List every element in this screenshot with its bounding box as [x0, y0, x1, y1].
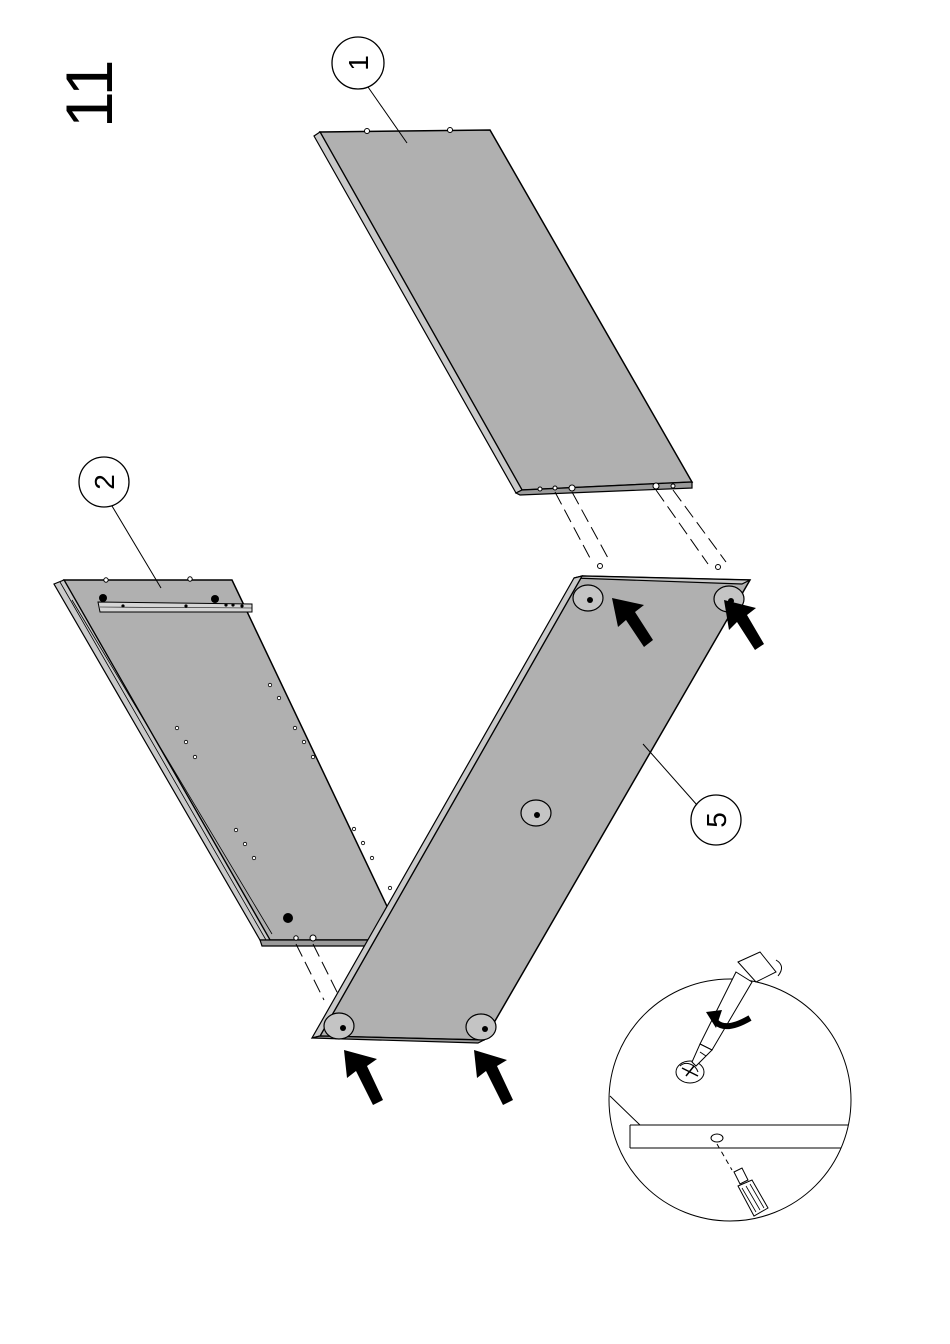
push-arrow-icon — [344, 1050, 383, 1105]
cam-lock-icon — [324, 1013, 354, 1039]
part-1-label: 1 — [343, 55, 374, 71]
part-5-label: 5 — [701, 812, 732, 828]
part-2-label: 2 — [89, 474, 120, 490]
cam-lock-icon — [573, 585, 603, 611]
callout-part-1: 1 — [332, 37, 407, 143]
step-number: 11 — [52, 59, 126, 128]
cam-lock-icon — [466, 1014, 496, 1040]
detail-inset — [609, 952, 860, 1221]
panel-part-1 — [314, 128, 692, 496]
push-arrow-icon — [724, 600, 764, 650]
cam-lock-icon — [521, 800, 551, 826]
panel-part-5 — [312, 564, 750, 1044]
push-arrow-icon — [474, 1050, 513, 1105]
callout-part-5: 5 — [643, 744, 741, 845]
callout-part-2: 2 — [79, 457, 161, 588]
panel-part-2 — [54, 577, 403, 946]
